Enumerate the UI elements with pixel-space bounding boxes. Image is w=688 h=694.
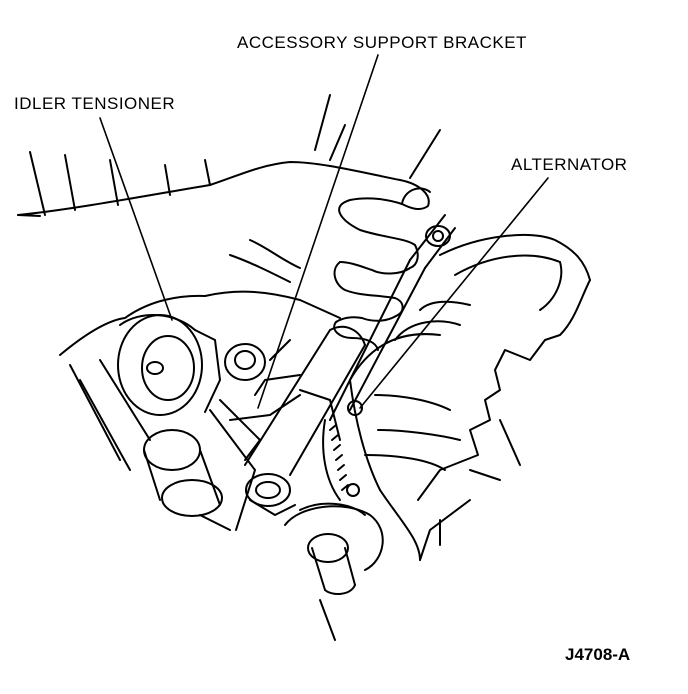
wrench-drawing [244,214,456,516]
leader-alternator [359,177,549,409]
label-idler-tensioner: IDLER TENSIONER [14,94,176,113]
engine-bracket-drawing [199,290,341,531]
leader-lines [99,54,549,409]
leader-accessory-bracket [257,54,379,409]
idler-tensioner-drawing [59,294,223,517]
label-accessory-support-bracket: ACCESSORY SUPPORT BRACKET [237,33,527,52]
crank-pulley-drawing [284,502,384,641]
label-alternator: ALTERNATOR [511,155,628,174]
hand-drawing [17,94,441,351]
figure-code: J4708-A [565,645,631,664]
leader-idler-tensioner [99,117,173,321]
alternator-drawing [322,234,591,561]
